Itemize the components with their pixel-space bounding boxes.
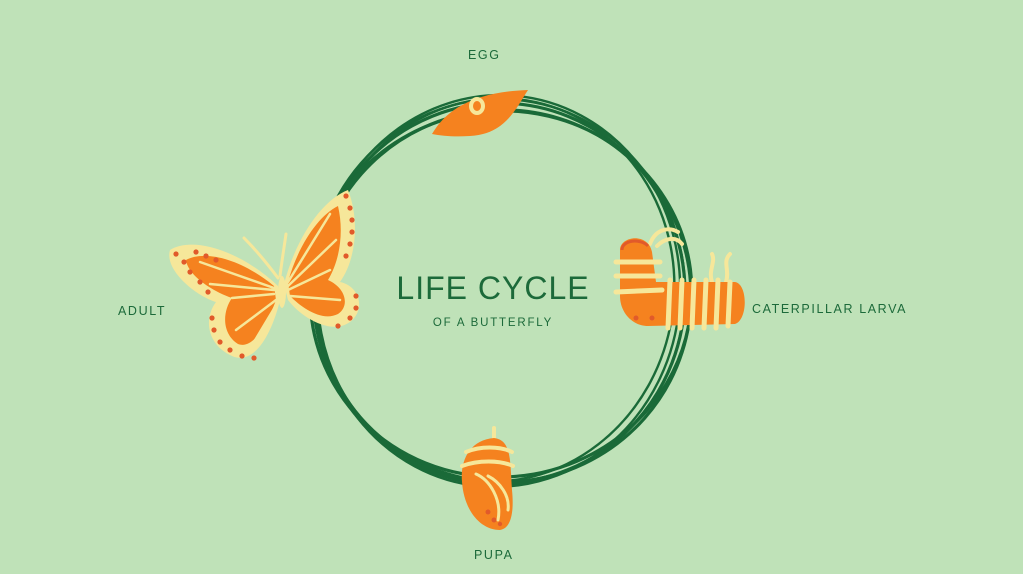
egg-icon bbox=[432, 90, 528, 137]
caterpillar-icon bbox=[613, 227, 745, 331]
butterfly-icon bbox=[169, 190, 360, 361]
stage-label-adult: ADULT bbox=[118, 304, 167, 318]
stage-label-egg: EGG bbox=[468, 48, 501, 62]
diagram-subtitle: OF A BUTTERFLY bbox=[432, 317, 554, 329]
pupa-icon bbox=[460, 426, 515, 530]
stage-label-pupa: PUPA bbox=[474, 548, 514, 562]
stage-label-caterpillar: CATERPILLAR LARVA bbox=[752, 302, 908, 316]
diagram-title: LIFE CYCLE bbox=[396, 270, 590, 306]
